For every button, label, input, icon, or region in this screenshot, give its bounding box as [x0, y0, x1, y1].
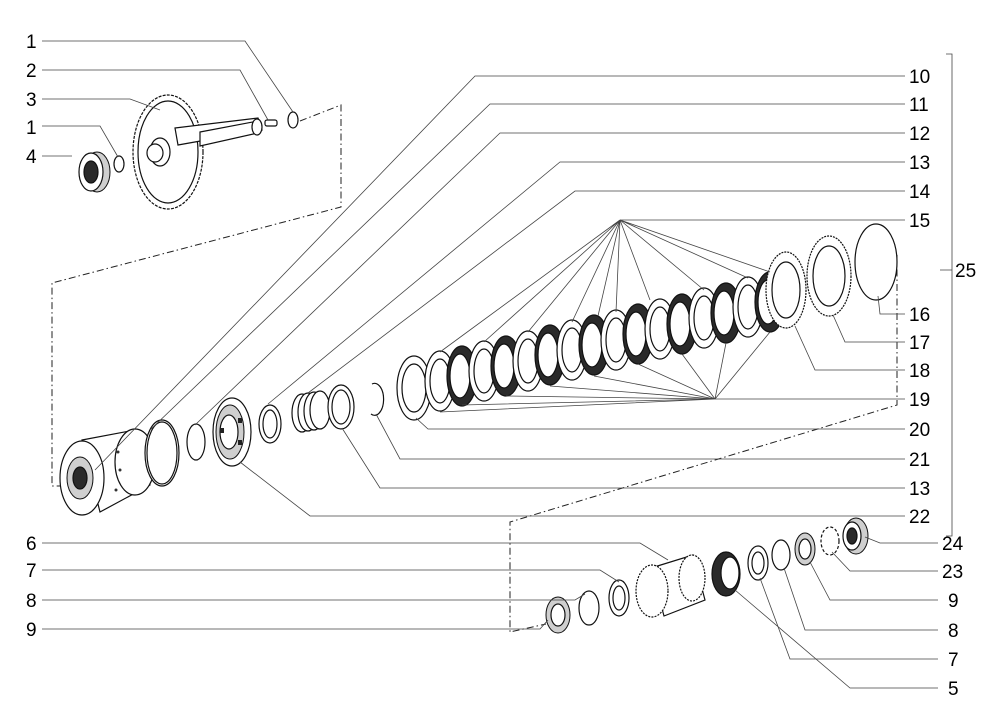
callout-9-right: 9 — [948, 591, 959, 612]
gear-shaft-assembly — [78, 94, 299, 210]
callout-16: 16 — [909, 305, 930, 326]
callout-labels: 1 2 3 1 4 10 11 12 13 14 15 25 16 17 18 … — [26, 32, 976, 700]
ring-13a — [258, 404, 282, 444]
callout-2: 2 — [26, 61, 37, 82]
callout-25: 25 — [955, 261, 976, 282]
callout-23: 23 — [942, 562, 963, 583]
callout-1-left: 1 — [26, 118, 37, 139]
spring-14 — [291, 390, 331, 433]
callout-5: 5 — [948, 679, 959, 700]
clutch-drum — [59, 428, 156, 516]
callout-17: 17 — [909, 333, 930, 354]
callout-22: 22 — [909, 507, 930, 528]
assembly-lines — [51, 104, 898, 633]
callout-6: 6 — [26, 534, 37, 555]
snap-ring-21 — [370, 382, 385, 416]
seal-ring-12 — [186, 423, 206, 461]
callout-8-right: 8 — [948, 621, 959, 642]
callout-7-right: 7 — [948, 650, 959, 671]
callout-11: 11 — [909, 95, 929, 116]
ring-13b — [327, 384, 355, 430]
callout-18: 18 — [909, 361, 930, 382]
callout-3: 3 — [26, 90, 37, 111]
o-ring-11 — [144, 419, 180, 487]
piston-22 — [212, 397, 252, 467]
callout-21: 21 — [909, 450, 930, 471]
callout-24: 24 — [942, 534, 964, 555]
callout-7-left: 7 — [26, 561, 37, 582]
callout-14: 14 — [909, 182, 931, 203]
callout-4: 4 — [26, 147, 37, 168]
callout-13-bottom: 13 — [909, 479, 930, 500]
callout-13-top: 13 — [909, 153, 930, 174]
clutch-plate-stack — [396, 223, 898, 421]
hub-assembly — [545, 517, 869, 634]
callout-20: 20 — [909, 420, 930, 441]
leader-lines — [42, 40, 953, 689]
callout-19: 19 — [909, 390, 930, 411]
callout-9-left: 9 — [26, 620, 37, 641]
callout-1-top: 1 — [26, 32, 37, 53]
callout-15: 15 — [909, 211, 930, 232]
callout-8-left: 8 — [26, 591, 37, 612]
callout-10: 10 — [909, 67, 930, 88]
callout-12: 12 — [909, 124, 930, 145]
